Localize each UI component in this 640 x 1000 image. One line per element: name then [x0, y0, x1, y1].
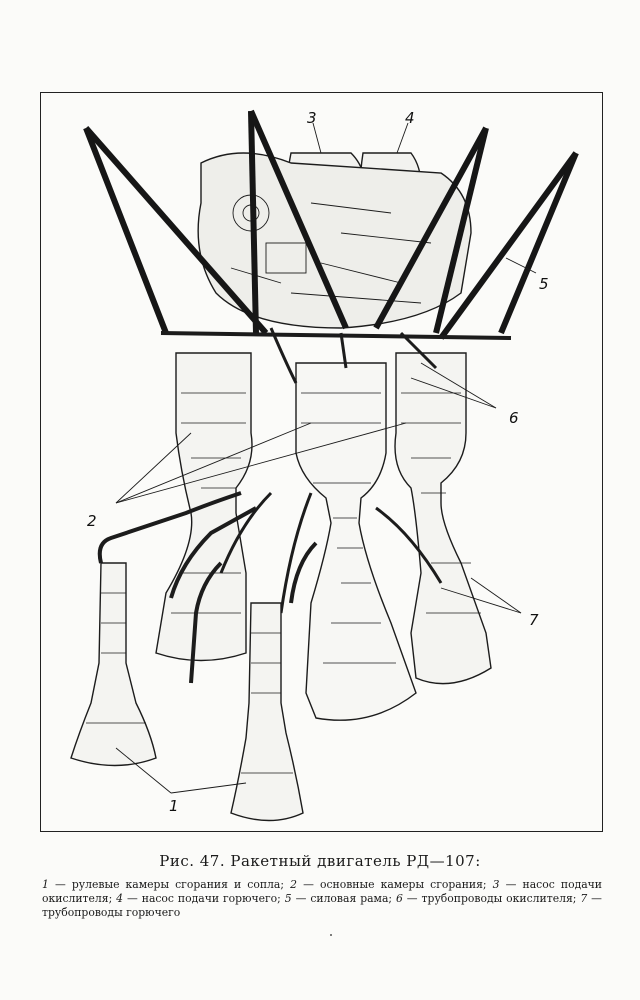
leader-2a: [115, 432, 192, 504]
callout-6: 6: [509, 409, 519, 427]
oxidizer-pipe-1: [269, 327, 298, 384]
legend-text-3: — насос подачи окислителя;: [42, 878, 602, 905]
callout-5: 5: [539, 275, 549, 293]
leader-1b: [170, 782, 247, 794]
frame-strut-3: [248, 110, 259, 334]
legend-text-5: — силовая рама;: [291, 892, 396, 905]
figure-title: Рис. 47. Ракетный двигатель РД—107:: [159, 852, 481, 870]
leader-6b: [410, 377, 497, 409]
legend-num-7: 7: [580, 892, 588, 905]
engine-illustration: 3 4 5 6 2 7 1: [70, 109, 579, 822]
leader-2c: [115, 422, 407, 504]
legend-num-1: 1: [42, 878, 49, 891]
frame-strut-6: [433, 127, 489, 334]
frame-strut-8: [498, 151, 579, 335]
leader-4: [396, 122, 409, 154]
leader-5: [505, 257, 537, 274]
legend-text-6: — трубопроводы окислителя;: [402, 892, 581, 905]
fuel-pipe-2: [279, 492, 313, 614]
frame-ring: [160, 331, 512, 340]
leader-1a: [115, 747, 172, 794]
leader-6a: [420, 362, 497, 409]
legend-text-1: — рулевые камеры сгорания и сопла;: [48, 878, 291, 891]
rear-main-chamber-right: [394, 352, 492, 685]
frame-strut-2: [83, 126, 269, 335]
fuel-pipe-1: [375, 506, 443, 584]
figure-legend: 1 — рулевые камеры сгорания и сопла; 2 —…: [42, 878, 602, 920]
page-speck: [330, 934, 332, 936]
legend-num-6: 6: [395, 892, 403, 905]
legend-text-7: — трубопроводы горючего: [42, 892, 602, 919]
callout-4: 4: [405, 109, 415, 127]
callout-3: 3: [307, 109, 317, 127]
oxidizer-pipe-2: [339, 332, 348, 369]
steering-chamber-left: [70, 562, 157, 767]
legend-num-5: 5: [284, 892, 292, 905]
legend-text-4: — насос подачи горючего;: [123, 892, 285, 905]
callout-7: 7: [529, 611, 539, 629]
front-main-chamber: [295, 362, 417, 721]
oxidizer-pipe-3: [399, 331, 438, 370]
frame-strut-1: [83, 126, 169, 335]
frame-strut-5: [373, 126, 489, 330]
leader-7b: [470, 577, 522, 614]
leader-2b: [115, 422, 312, 504]
leader-3: [312, 122, 322, 154]
legend-text-2: — основные камеры сгорания;: [296, 878, 493, 891]
leader-7a: [440, 587, 522, 614]
legend-num-2: 2: [290, 878, 297, 891]
callout-2: 2: [87, 512, 97, 530]
frame-strut-4: [248, 109, 349, 330]
steering-chamber-right: [230, 602, 304, 822]
fuel-pipe-3: [219, 491, 273, 574]
legend-num-4: 4: [116, 892, 124, 905]
frame-strut-7: [438, 151, 579, 340]
figure-frame: 3 4 5 6 2 7 1: [40, 92, 603, 832]
legend-num-3: 3: [492, 878, 500, 891]
callout-1: 1: [169, 797, 179, 815]
